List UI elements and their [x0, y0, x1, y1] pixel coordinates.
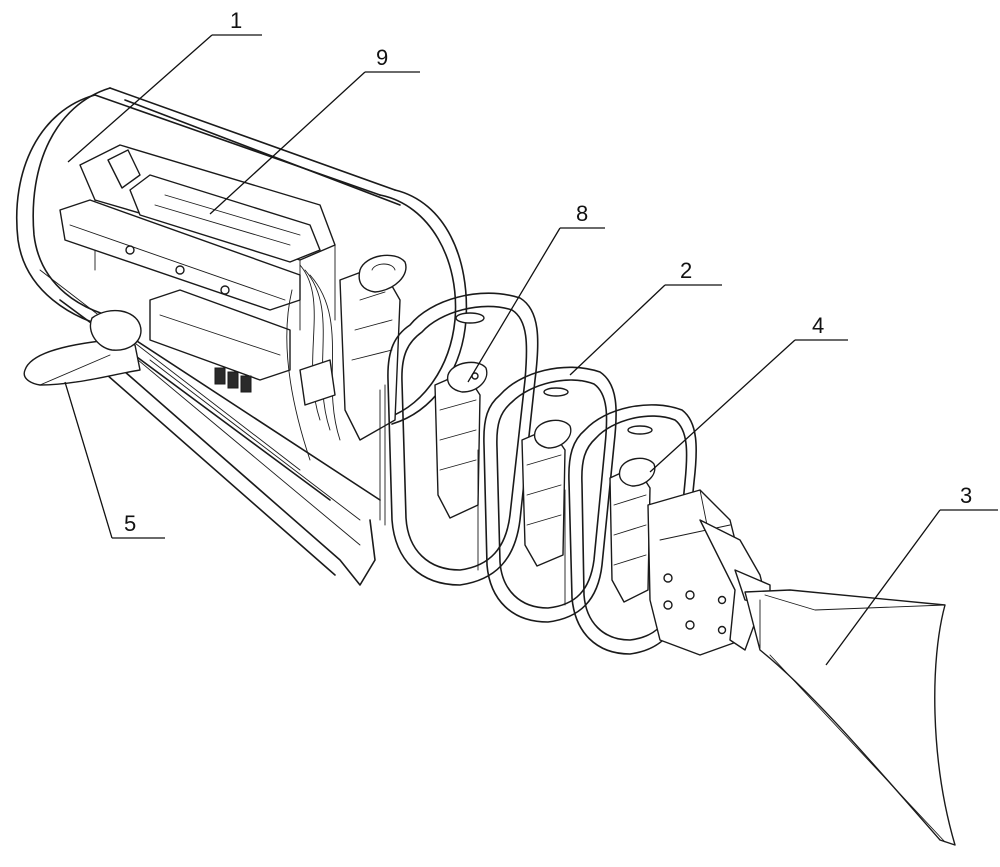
tail-connector — [648, 490, 770, 655]
callout-label-4: 4 — [812, 313, 824, 338]
joint-segment-2 — [478, 367, 616, 622]
leader-line-5 — [65, 382, 112, 538]
joint-segment-1 — [380, 293, 538, 585]
callout-label-9: 9 — [376, 45, 388, 70]
head-body — [17, 88, 467, 585]
callout-label-8: 8 — [576, 201, 588, 226]
callout-label-5: 5 — [124, 511, 136, 536]
callout-label-1: 1 — [230, 8, 242, 33]
callout-label-3: 3 — [960, 483, 972, 508]
callout-label-2: 2 — [680, 258, 692, 283]
leader-line-8 — [468, 228, 560, 382]
pectoral-fin — [24, 311, 141, 385]
leader-line-4 — [650, 340, 795, 472]
caudal-fin — [745, 590, 955, 845]
leader-line-1 — [68, 35, 212, 162]
leader-line-2 — [570, 285, 665, 375]
